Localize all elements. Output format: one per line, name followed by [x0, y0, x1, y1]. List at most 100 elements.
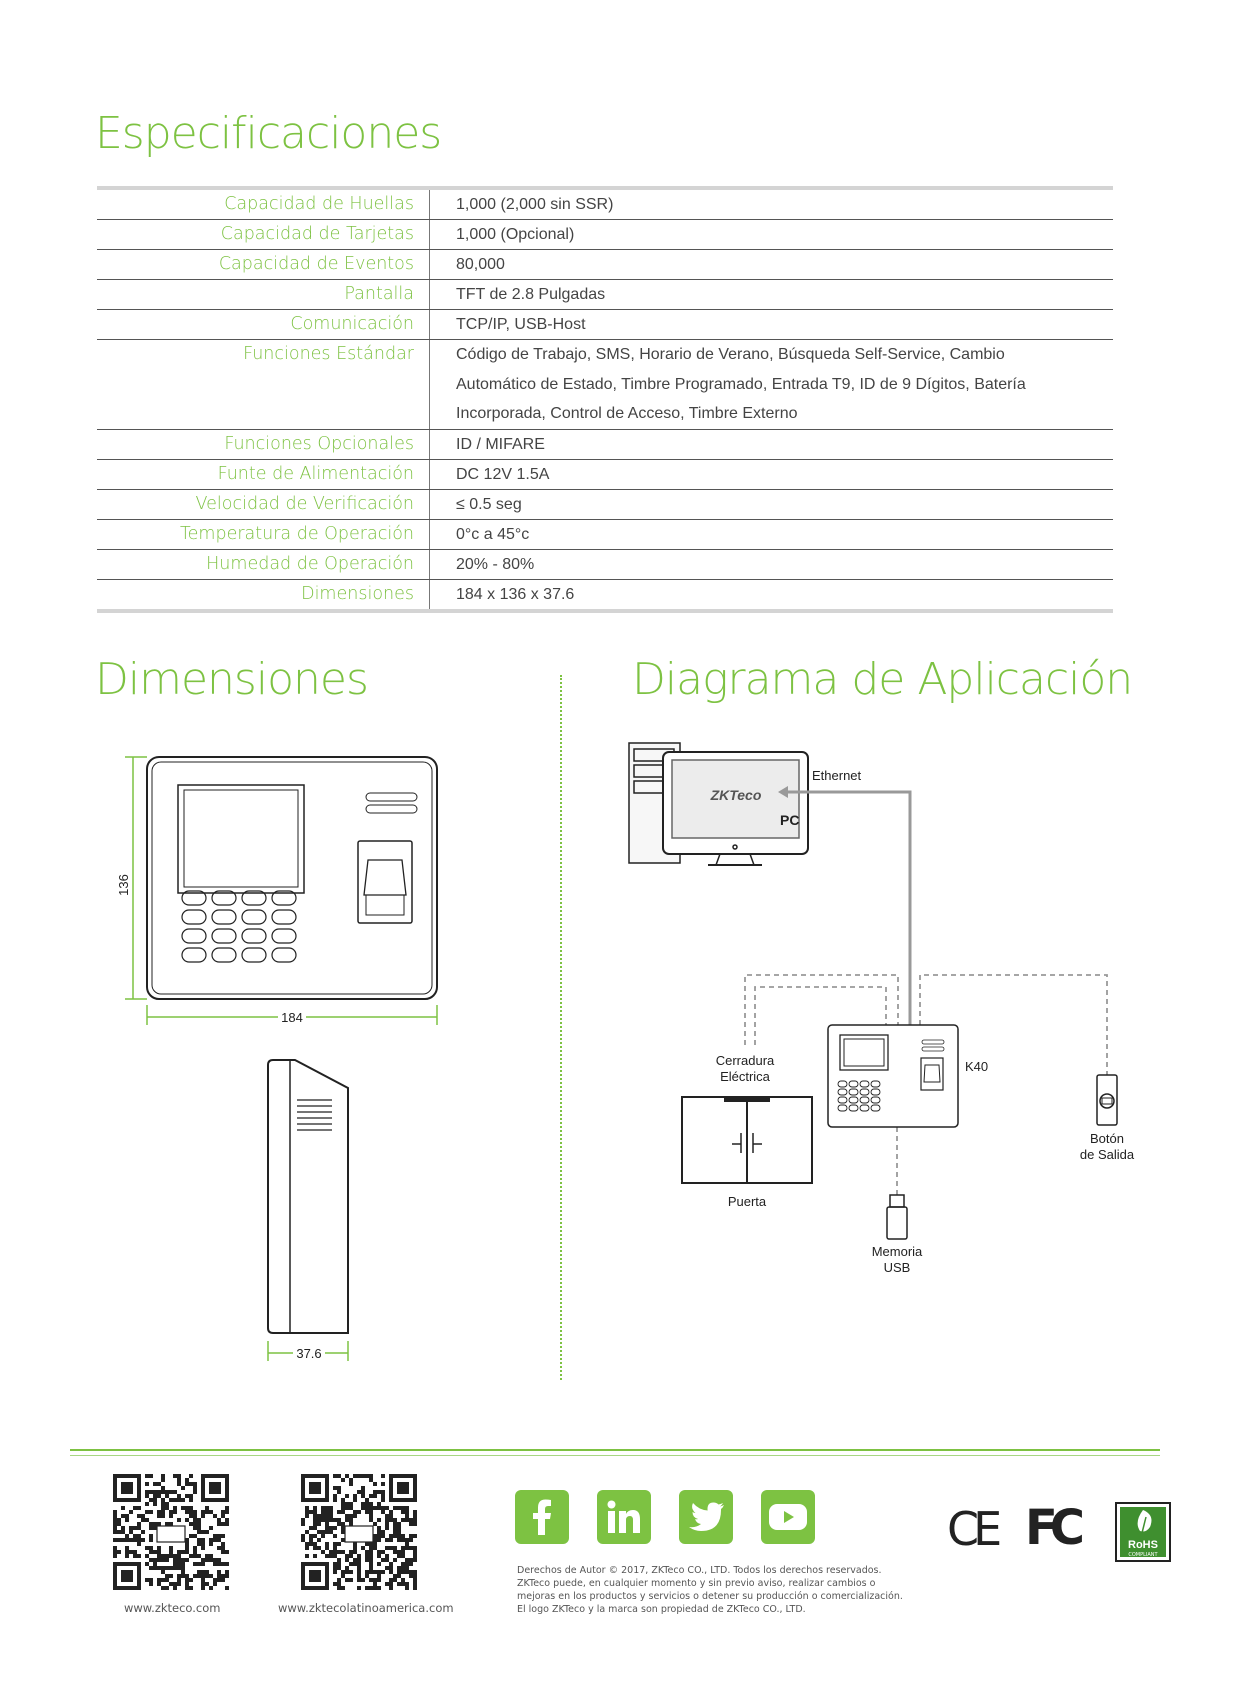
url-zkteco[interactable]: www.zkteco.com [124, 1601, 221, 1615]
spec-value: Código de Trabajo, SMS, Horario de Veran… [430, 340, 1113, 429]
spec-label: Humedad de Operación [97, 549, 430, 579]
spec-label: Velocidad de Verificación [97, 489, 430, 519]
usb-drawing [886, 1194, 908, 1240]
keypad-key [859, 1104, 870, 1112]
diagram-heading: Diagrama de Aplicación [632, 654, 1133, 705]
spec-value: TCP/IP, USB-Host [456, 316, 586, 333]
spec-label: Funciones Opcionales [97, 429, 430, 459]
height-dimension-label: 136 [116, 874, 131, 896]
spec-row: Funte de Alimentación DC 12V 1.5A [97, 459, 1113, 490]
k40-device-drawing [827, 1024, 959, 1128]
keypad-key [181, 928, 207, 944]
height-dimension-line [125, 756, 147, 1000]
spec-row: Funciones Estándar Código de Trabajo, SMS… [97, 340, 1113, 430]
k40-label: K40 [965, 1059, 988, 1074]
pc-drawing [628, 742, 809, 866]
rohs-label: RoHS [1128, 1539, 1158, 1551]
spec-label: Pantalla [97, 280, 430, 309]
keypad-key [859, 1080, 870, 1088]
device-side-drawing [267, 1059, 349, 1334]
keypad-key [837, 1088, 848, 1096]
spec-value-line: Código de Trabajo, SMS, Horario de Veran… [456, 346, 1005, 363]
twitter-icon[interactable] [679, 1490, 733, 1544]
usb-label-line1: Memoria [872, 1244, 923, 1259]
pc-screen-brand: ZKTeco [710, 787, 762, 803]
pc-label: PC [780, 812, 799, 828]
spec-label: Dimensiones [97, 579, 430, 609]
spec-label: Funciones Estándar [97, 340, 430, 429]
keypad-key [211, 890, 237, 906]
specs-heading: Especificaciones [95, 108, 442, 159]
keypad-key [241, 890, 267, 906]
device-front-drawing [146, 756, 438, 1000]
exit-button-drawing [1096, 1074, 1118, 1126]
spec-label: Capacidad de Tarjetas [97, 220, 430, 249]
keypad-key [848, 1088, 859, 1096]
copyright-notice: Derechos de Autor © 2017, ZKTeco CO., LT… [517, 1564, 903, 1616]
facebook-icon[interactable] [515, 1490, 569, 1544]
keypad-key [211, 947, 237, 963]
spec-row: Pantalla TFT de 2.8 Pulgadas [97, 280, 1113, 310]
keypad-key [271, 928, 297, 944]
spec-value: ID / MIFARE [456, 435, 545, 453]
spec-label: Capacidad de Eventos [97, 250, 430, 279]
keypad-key [271, 909, 297, 925]
dimension-drawings: 136 184 37.6 [116, 756, 438, 1361]
spec-label: Funte de Alimentación [97, 459, 430, 489]
ethernet-arrow [778, 786, 788, 798]
youtube-icon[interactable] [761, 1490, 815, 1544]
keypad-key [241, 947, 267, 963]
keypad-key [181, 947, 207, 963]
keypad-key [241, 909, 267, 925]
keypad-key [181, 890, 207, 906]
leaf-icon [1137, 1510, 1152, 1534]
keypad-key [859, 1096, 870, 1104]
keypad-key [859, 1088, 870, 1096]
spec-value: TFT de 2.8 Pulgadas [456, 286, 606, 303]
spec-label: Capacidad de Huellas [97, 190, 430, 219]
ethernet-line [783, 790, 912, 1025]
door-drawing [681, 1096, 813, 1184]
spec-label: Temperatura de Operación [97, 519, 430, 549]
door-label: Puerta [728, 1194, 767, 1209]
keypad-key [271, 890, 297, 906]
spec-row: Dimensiones 184 x 136 x 37.6 [97, 579, 1113, 609]
dimensions-heading: Dimensiones [95, 654, 369, 705]
keypad-key [837, 1104, 848, 1112]
footer-rule-thin [70, 1455, 1160, 1456]
spec-value: 184 x 136 x 37.6 [456, 585, 575, 603]
spec-value: 20% - 80% [456, 555, 535, 573]
linkedin-icon[interactable] [597, 1490, 651, 1544]
spec-value-line: Incorporada, Control de Acceso, Timbre E… [456, 405, 798, 422]
ce-mark: CE [947, 1502, 1002, 1556]
keypad-key [211, 909, 237, 925]
ethernet-label: Ethernet [812, 768, 862, 783]
k40-keypad-drawing [837, 1080, 881, 1112]
keypad-key [848, 1080, 859, 1088]
spec-value: DC 12V 1.5A [456, 465, 550, 483]
keypad-key [870, 1088, 881, 1096]
application-diagram: ZKTeco PC Ethernet K40 Cerradura Eléctri… [628, 742, 1135, 1275]
width-dimension-label: 184 [281, 1010, 303, 1025]
spec-value: 1,000 (Opcional) [456, 226, 575, 243]
keypad-key [271, 947, 297, 963]
keypad-key [837, 1096, 848, 1104]
wiring-dashed-lines [744, 974, 1108, 1195]
footer-rule [70, 1449, 1160, 1451]
copyright-line-2: ZKTeco puede, en cualquier momento y sin… [517, 1578, 876, 1589]
keypad-key [241, 928, 267, 944]
spec-label: Comunicación [97, 310, 430, 339]
spec-value-line: Automático de Estado, Timbre Programado,… [456, 375, 1026, 393]
qr-code-zkteco [113, 1474, 229, 1590]
url-zktecolatinoamerica[interactable]: www.zktecolatinoamerica.com [278, 1601, 454, 1615]
keypad-key [848, 1096, 859, 1104]
rohs-compliant-label: COMPLIANT [1128, 1552, 1158, 1558]
usb-label-line2: USB [884, 1260, 911, 1275]
copyright-line-1: Derechos de Autor © 2017, ZKTeco CO., LT… [517, 1565, 882, 1576]
copyright-line-3: mejoras en los productos y servicios o d… [517, 1591, 903, 1602]
